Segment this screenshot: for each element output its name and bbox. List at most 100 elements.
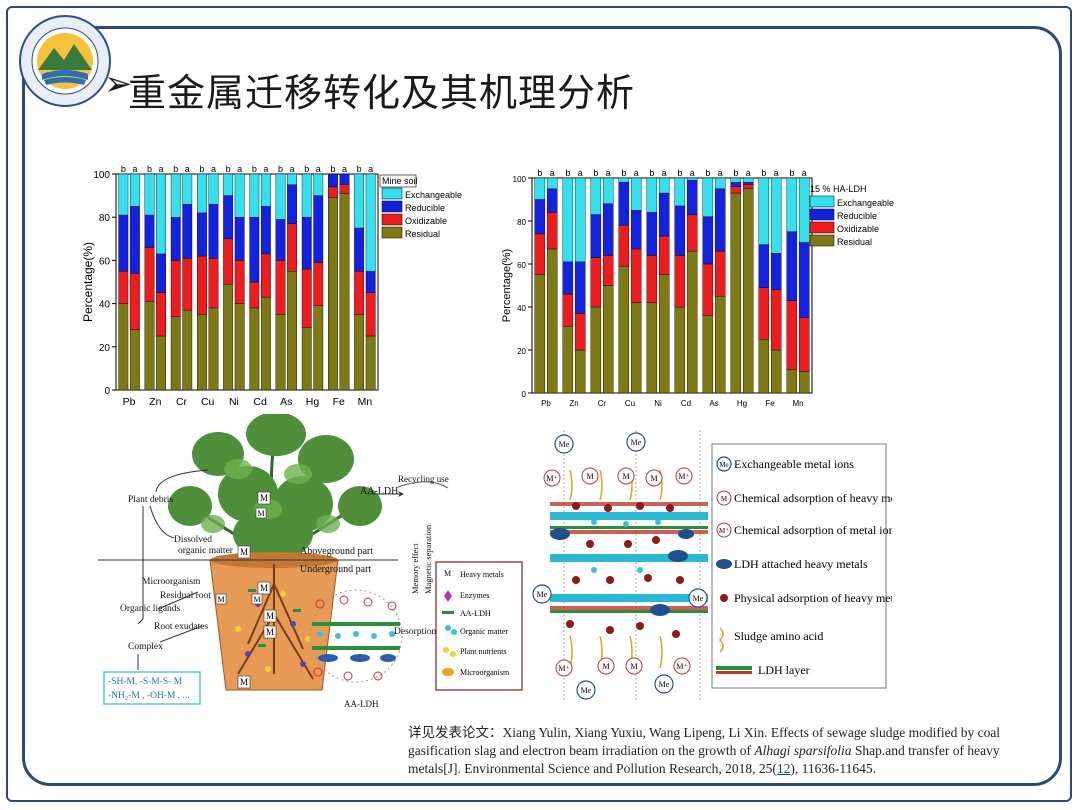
bar-segment xyxy=(365,173,376,272)
legend-title: Mine soil xyxy=(382,176,418,186)
ldh-structure xyxy=(550,430,708,700)
legend-entry: Reducible xyxy=(837,211,877,221)
bar-segment xyxy=(354,173,365,229)
bar-segment xyxy=(182,309,193,391)
bar-segment xyxy=(702,315,714,394)
svg-text:Physical adsorption of heavy m: Physical adsorption of heavy metals xyxy=(734,591,892,605)
svg-text:Complex: Complex xyxy=(128,642,163,652)
category-label: As xyxy=(280,396,292,408)
bar-label: b xyxy=(677,168,682,178)
bar-label: a xyxy=(159,164,164,174)
bar-segment xyxy=(249,281,260,309)
svg-text:Sludge amino acid: Sludge amino acid xyxy=(734,629,823,643)
y-tick-label: 80 xyxy=(517,218,526,227)
bar-segment xyxy=(646,255,658,303)
bar-segment xyxy=(260,296,271,391)
svg-text:M⁺: M⁺ xyxy=(558,664,569,673)
title-bullet: ➢ xyxy=(104,65,133,103)
legend-entry: Reducible xyxy=(405,203,445,213)
category-label: Zn xyxy=(569,399,578,408)
citation: 详见发表论文：Xiang Yulin, Xiang Yuxiu, Wang Li… xyxy=(408,725,1001,776)
bar-segment xyxy=(275,314,286,391)
y-tick-label: 40 xyxy=(517,304,526,313)
bar-segment xyxy=(618,177,630,183)
svg-text:M: M xyxy=(240,547,248,557)
logo-seal xyxy=(19,15,111,107)
bar-segment xyxy=(590,306,602,394)
aa-ldh-bottom-label: AA-LDH xyxy=(344,699,379,709)
bar-label: b xyxy=(330,164,335,174)
bar-segment xyxy=(686,179,698,215)
bar-segment xyxy=(365,270,376,293)
svg-text:organic matter: organic matter xyxy=(178,546,234,556)
bar-label: a xyxy=(578,168,583,178)
bar-label: b xyxy=(649,168,654,178)
bar-segment xyxy=(301,327,312,391)
bar-segment xyxy=(686,214,698,252)
bar-segment xyxy=(630,177,642,211)
bar-segment xyxy=(260,173,271,207)
svg-text:Me: Me xyxy=(537,590,548,599)
svg-text:Plant nutrients: Plant nutrients xyxy=(460,647,506,656)
bar-segment xyxy=(686,250,698,394)
category-label: Fe xyxy=(333,396,345,408)
bar-segment xyxy=(260,206,271,255)
svg-text:M: M xyxy=(253,595,260,604)
bar-segment xyxy=(287,173,297,186)
bar-segment xyxy=(798,317,810,372)
bar-segment xyxy=(702,263,714,316)
bar-segment xyxy=(562,261,574,295)
bar-segment xyxy=(313,195,324,263)
bar-label: a xyxy=(368,164,373,174)
svg-text:M⁺: M⁺ xyxy=(546,474,557,483)
category-label: Cd xyxy=(253,396,267,408)
left-flow-labels: Plant debris Dissolved organic matter Mi… xyxy=(120,495,234,652)
svg-text:M: M xyxy=(260,583,268,593)
legend-entry: Oxidizable xyxy=(837,224,879,234)
bar-segment xyxy=(534,177,546,200)
svg-text:Plant debris: Plant debris xyxy=(128,495,173,505)
bar-segment xyxy=(208,173,219,205)
bar-segment xyxy=(702,177,714,217)
category-label: Fe xyxy=(765,399,775,408)
issue-link[interactable]: 12 xyxy=(776,761,791,776)
bar-label: b xyxy=(733,168,738,178)
diagram-plant-uptake: M M M M M M M M M Plant debris Dissolved… xyxy=(98,414,523,709)
bar-segment xyxy=(786,231,798,301)
bar-label: b xyxy=(147,164,152,174)
bar-segment xyxy=(170,173,181,218)
bar-segment xyxy=(144,247,155,302)
bar-segment xyxy=(630,248,642,303)
bar-segment xyxy=(630,302,642,394)
bar-label: a xyxy=(185,164,190,174)
bar-label: b xyxy=(537,168,542,178)
bar-segment xyxy=(287,184,297,224)
category-label: Cu xyxy=(625,399,635,408)
bar-segment xyxy=(674,177,686,207)
bar-segment xyxy=(786,177,798,232)
bar-segment xyxy=(354,227,365,272)
category-label: Mn xyxy=(792,399,803,408)
bar-segment xyxy=(702,216,714,265)
bar-segment xyxy=(223,238,234,285)
bar-segment xyxy=(658,177,670,194)
bar-segment xyxy=(144,173,155,216)
svg-text:M: M xyxy=(266,611,274,621)
bar-segment xyxy=(249,173,260,218)
y-axis-label: Percentage(%) xyxy=(81,242,95,322)
bar-segment xyxy=(534,233,546,275)
svg-text:M: M xyxy=(622,472,629,481)
bar-segment xyxy=(197,173,207,214)
plot-frame xyxy=(531,177,813,394)
bar-segment xyxy=(260,253,271,298)
bar-segment xyxy=(129,273,140,330)
bar-label: b xyxy=(121,164,126,174)
bar-segment xyxy=(208,258,219,309)
bar-segment xyxy=(223,283,234,391)
svg-text:LDH attached heavy metals: LDH attached heavy metals xyxy=(734,557,868,571)
bar-segment xyxy=(182,258,193,311)
svg-text:M: M xyxy=(721,495,728,503)
bar-label: a xyxy=(746,168,751,178)
bar-segment xyxy=(730,182,742,187)
bar-segment xyxy=(182,204,193,259)
